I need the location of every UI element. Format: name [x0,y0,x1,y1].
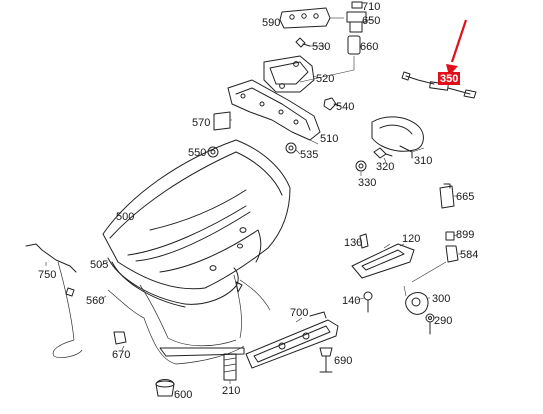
label-350: 350 [440,73,458,85]
label-570: 570 [192,117,210,129]
label-210: 210 [222,385,240,397]
spring-210 [223,353,237,381]
lid-cable [107,289,245,365]
label-140: 140 [342,295,360,307]
latch-310 [371,116,424,159]
label-750: 750 [38,269,56,281]
label-665: 665 [456,191,474,203]
screw-530 [295,37,311,48]
label-120: 120 [402,233,420,245]
label-660: 660 [360,41,378,53]
plate-570 [213,111,231,131]
label-560: 560 [86,295,104,307]
handle-bar-700 [245,311,339,369]
label-505: 505 [90,259,108,271]
bolt-690 [319,347,333,373]
label-550: 550 [188,147,206,159]
gas-strut-350 [401,71,477,99]
hinge-520 [263,55,315,93]
part-660 [299,35,361,83]
label-540: 540 [336,101,354,113]
part-labels: 590 710 650 660 530 520 540 570 510 550 … [38,1,478,401]
label-600: 600 [174,389,192,401]
screw-290 [425,313,435,335]
label-590: 590 [262,17,280,29]
label-530: 530 [312,41,330,53]
leader-lines [45,17,462,393]
label-535: 535 [300,149,318,161]
label-130: 130 [344,237,362,249]
clip-550 [207,146,219,158]
part-899 [445,231,455,241]
label-300: 300 [432,293,450,305]
label-500: 500 [116,211,134,223]
callout-arrow [446,19,468,76]
label-290: 290 [434,315,452,327]
trunk-lid-outline [102,139,291,290]
part-650-cap [346,1,367,33]
label-584: 584 [460,249,478,261]
label-510: 510 [320,133,338,145]
highlight-box-350 [438,72,460,85]
part-600 [155,379,175,397]
screw-320 [373,147,393,159]
label-650: 650 [362,15,380,27]
lock-300 [403,285,429,315]
part-590 [279,7,331,29]
nut-535 [285,142,297,154]
part-665 [439,183,455,209]
label-320: 320 [376,161,394,173]
label-520: 520 [316,73,334,85]
label-700: 700 [290,307,308,319]
label-310: 310 [414,155,432,167]
label-330: 330 [358,177,376,189]
part-584 [411,245,459,283]
part-670 [113,331,127,345]
bolt-140 [363,291,373,313]
lid-seal [107,257,239,305]
nut-330 [355,160,367,172]
label-690: 690 [334,355,352,367]
lower-bracket [159,347,245,357]
release-cable-750 [25,243,83,358]
label-710: 710 [362,1,380,13]
label-899: 899 [456,229,474,241]
handle-120 [351,243,415,279]
hinge-arm-510 [227,79,321,145]
part-130 [359,233,369,249]
label-670: 670 [112,349,130,361]
